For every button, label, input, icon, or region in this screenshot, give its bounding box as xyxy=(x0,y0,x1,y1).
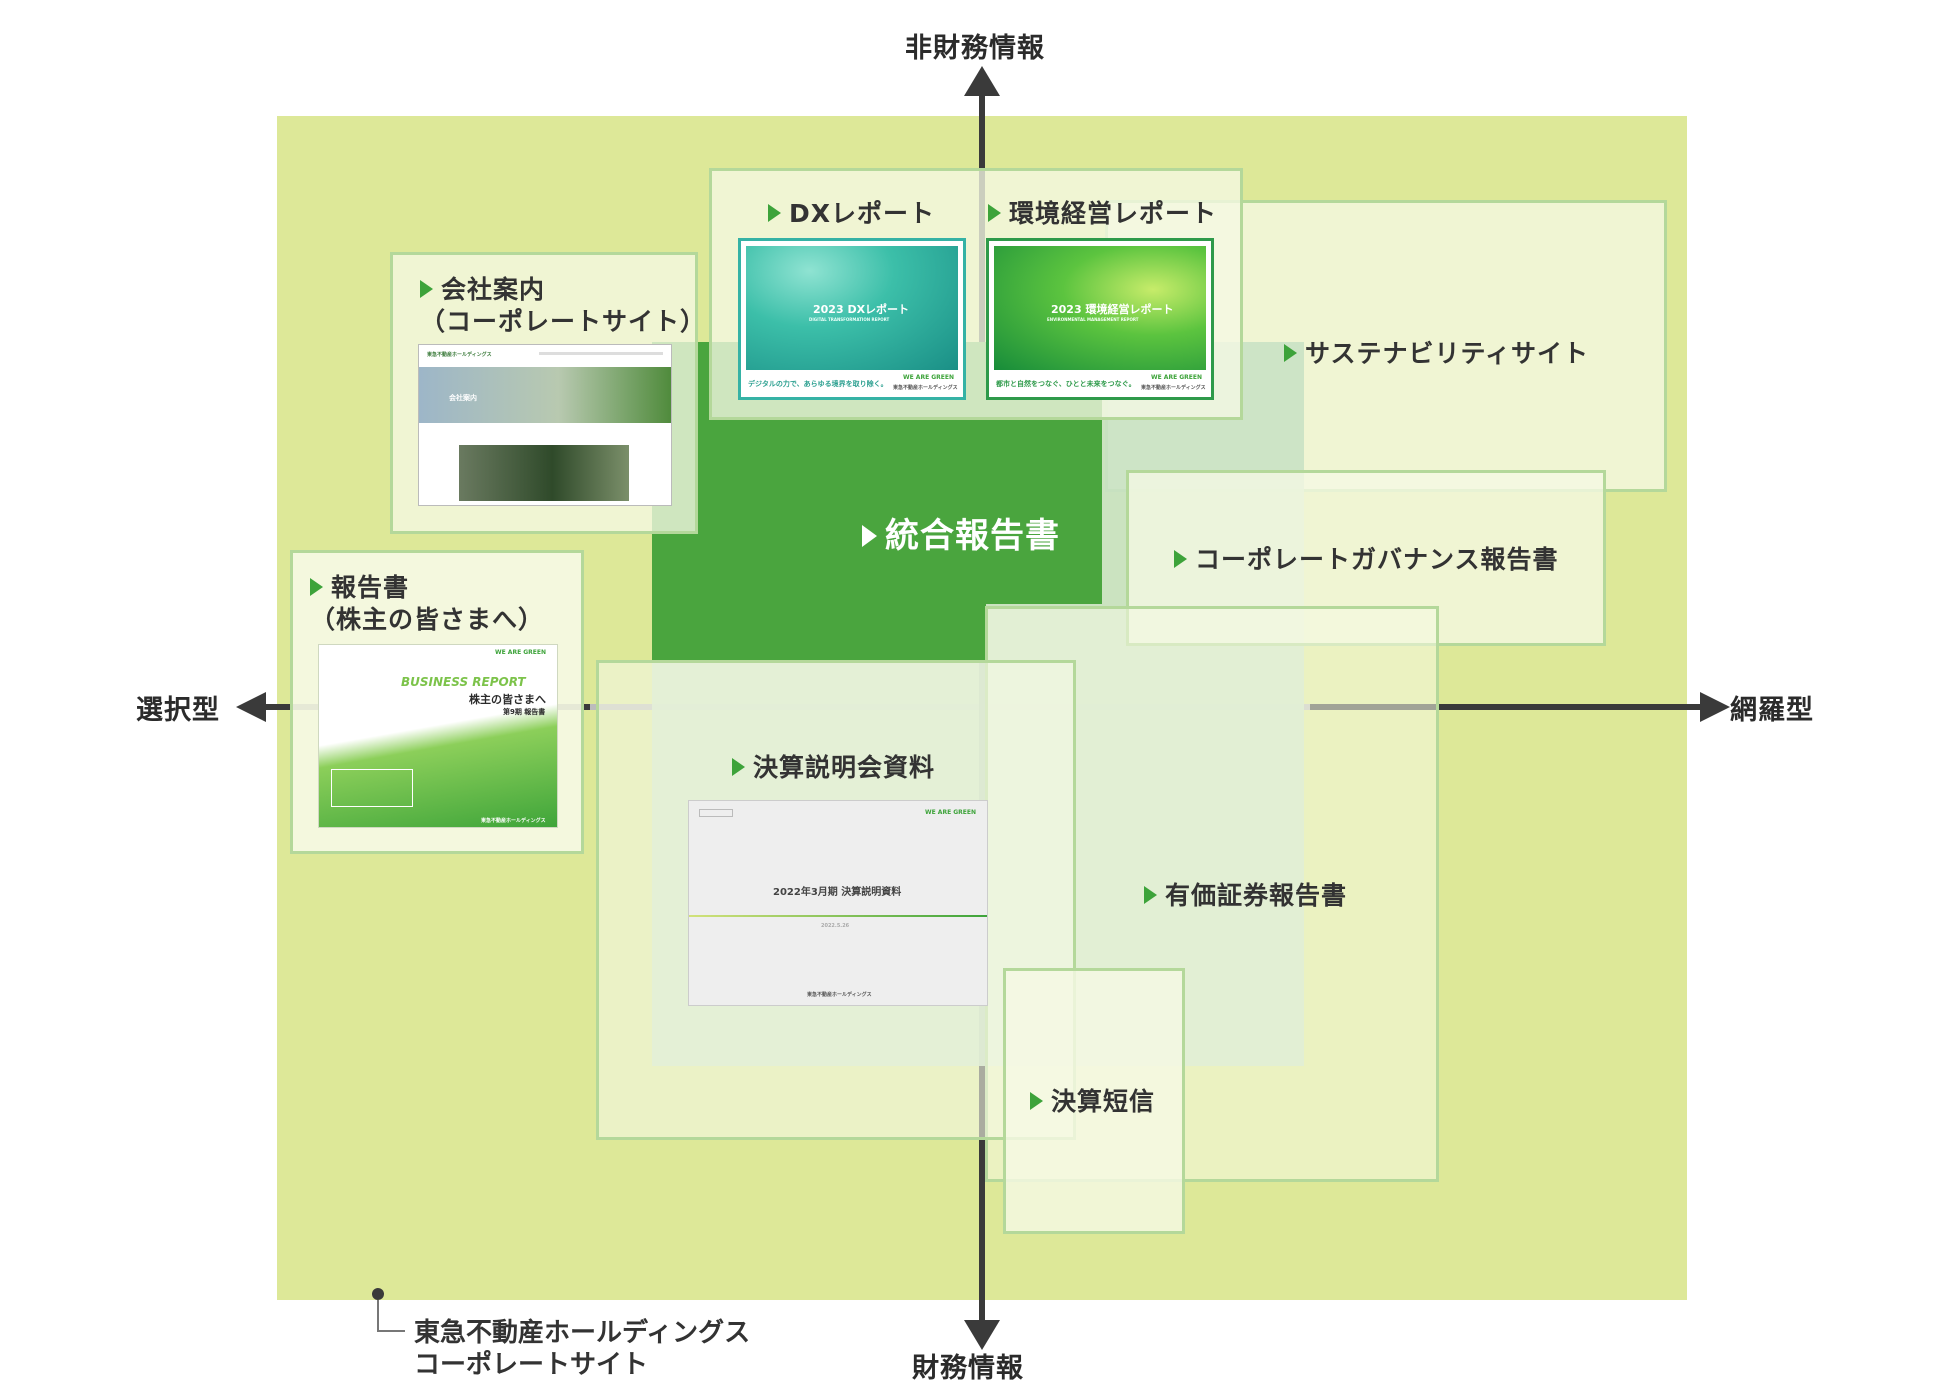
arrow-left-icon xyxy=(236,692,266,722)
dx-report-label[interactable]: DXレポート xyxy=(768,198,935,230)
axis-top-label: 非財務情報 xyxy=(905,26,1045,65)
dx-cover-brand: WE ARE GREEN xyxy=(903,374,954,381)
dx-cover-company: 東急不動産ホールディングス xyxy=(893,384,958,391)
results-accent-line xyxy=(689,915,988,917)
results-date: 2022.5.26 xyxy=(821,923,849,929)
br-company: 東急不動産ホールディングス xyxy=(481,817,546,824)
env-cover-brand: WE ARE GREEN xyxy=(1151,374,1202,381)
site-nav-bar xyxy=(539,352,663,355)
arrow-up-icon xyxy=(964,66,1000,96)
results-materials-cover[interactable]: WE ARE GREEN 2022年3月期 決算説明資料 2022.5.26 東… xyxy=(688,800,988,1006)
axis-bottom-label: 財務情報 xyxy=(912,1346,1024,1385)
triangle-bullet-icon xyxy=(1174,550,1187,568)
br-title: BUSINESS REPORT xyxy=(401,675,526,689)
site-header-company: 東急不動産ホールディングス xyxy=(427,351,492,358)
br-term: 第9期 報告書 xyxy=(503,707,545,717)
earnings-summary-label[interactable]: 決算短信 xyxy=(1030,1086,1155,1118)
site-ceo-photo xyxy=(459,445,629,501)
triangle-bullet-icon xyxy=(768,204,781,222)
footer-label-line2[interactable]: コーポレートサイト xyxy=(414,1344,648,1381)
env-cover-subtitle: ENVIRONMENTAL MANAGEMENT REPORT xyxy=(1047,317,1139,322)
triangle-bullet-icon xyxy=(1144,886,1157,904)
br-contents-box xyxy=(331,769,413,807)
env-cover-company: 東急不動産ホールディングス xyxy=(1141,384,1206,391)
br-heading: 株主の皆さまへ xyxy=(469,691,546,707)
business-report-cover[interactable]: WE ARE GREEN BUSINESS REPORT 株主の皆さまへ 第9期… xyxy=(318,644,558,828)
triangle-bullet-icon xyxy=(862,525,877,547)
env-report-cover[interactable]: 2023 環境経営レポート ENVIRONMENTAL MANAGEMENT R… xyxy=(986,238,1214,400)
env-cover-title: 2023 環境経営レポート xyxy=(1051,301,1173,317)
results-brand: WE ARE GREEN xyxy=(925,809,976,816)
integrated-report-label[interactable]: 統合報告書 xyxy=(862,520,1060,552)
env-report-label[interactable]: 環境経営レポート xyxy=(988,198,1217,230)
footer-leader-vertical xyxy=(377,1300,379,1330)
triangle-bullet-icon xyxy=(988,204,1001,222)
dx-cover-title: 2023 DXレポート xyxy=(813,301,909,317)
dx-cover-subtitle: DIGITAL TRANSFORMATION REPORT xyxy=(809,317,889,322)
triangle-bullet-icon xyxy=(420,280,433,298)
br-brand: WE ARE GREEN xyxy=(495,649,546,656)
results-materials-label[interactable]: 決算説明会資料 xyxy=(732,752,935,784)
axis-left-label: 選択型 xyxy=(136,688,220,727)
axis-right-label: 網羅型 xyxy=(1730,688,1814,727)
triangle-bullet-icon xyxy=(310,578,323,596)
results-company: 東急不動産ホールディングス xyxy=(807,991,872,998)
company-profile-label[interactable]: 会社案内 （コーポレートサイト） xyxy=(420,274,706,338)
sustainability-site-label[interactable]: サステナビリティサイト xyxy=(1284,338,1589,370)
footer-leader-horizontal xyxy=(377,1330,405,1332)
dx-cover-caption: デジタルの力で、あらゆる境界を取り除く。 xyxy=(748,379,888,389)
dx-report-cover[interactable]: 2023 DXレポート DIGITAL TRANSFORMATION REPOR… xyxy=(738,238,966,400)
triangle-bullet-icon xyxy=(732,758,745,776)
triangle-bullet-icon xyxy=(1030,1092,1043,1110)
results-tag xyxy=(699,809,733,817)
shareholder-report-label[interactable]: 報告書 （株主の皆さまへ） xyxy=(310,572,544,636)
env-cover-caption: 都市と自然をつなぐ、ひとと未来をつなぐ。 xyxy=(996,379,1136,389)
triangle-bullet-icon xyxy=(1284,344,1297,362)
results-title: 2022年3月期 決算説明資料 xyxy=(773,883,901,898)
footer-dot-icon xyxy=(372,1288,384,1300)
governance-report-label[interactable]: コーポレートガバナンス報告書 xyxy=(1174,544,1559,576)
site-hero-title: 会社案内 xyxy=(449,393,477,403)
corporate-site-screenshot[interactable]: 東急不動産ホールディングス 会社案内 xyxy=(418,344,672,506)
securities-report-label[interactable]: 有価証券報告書 xyxy=(1144,880,1347,912)
arrow-right-icon xyxy=(1700,692,1730,722)
